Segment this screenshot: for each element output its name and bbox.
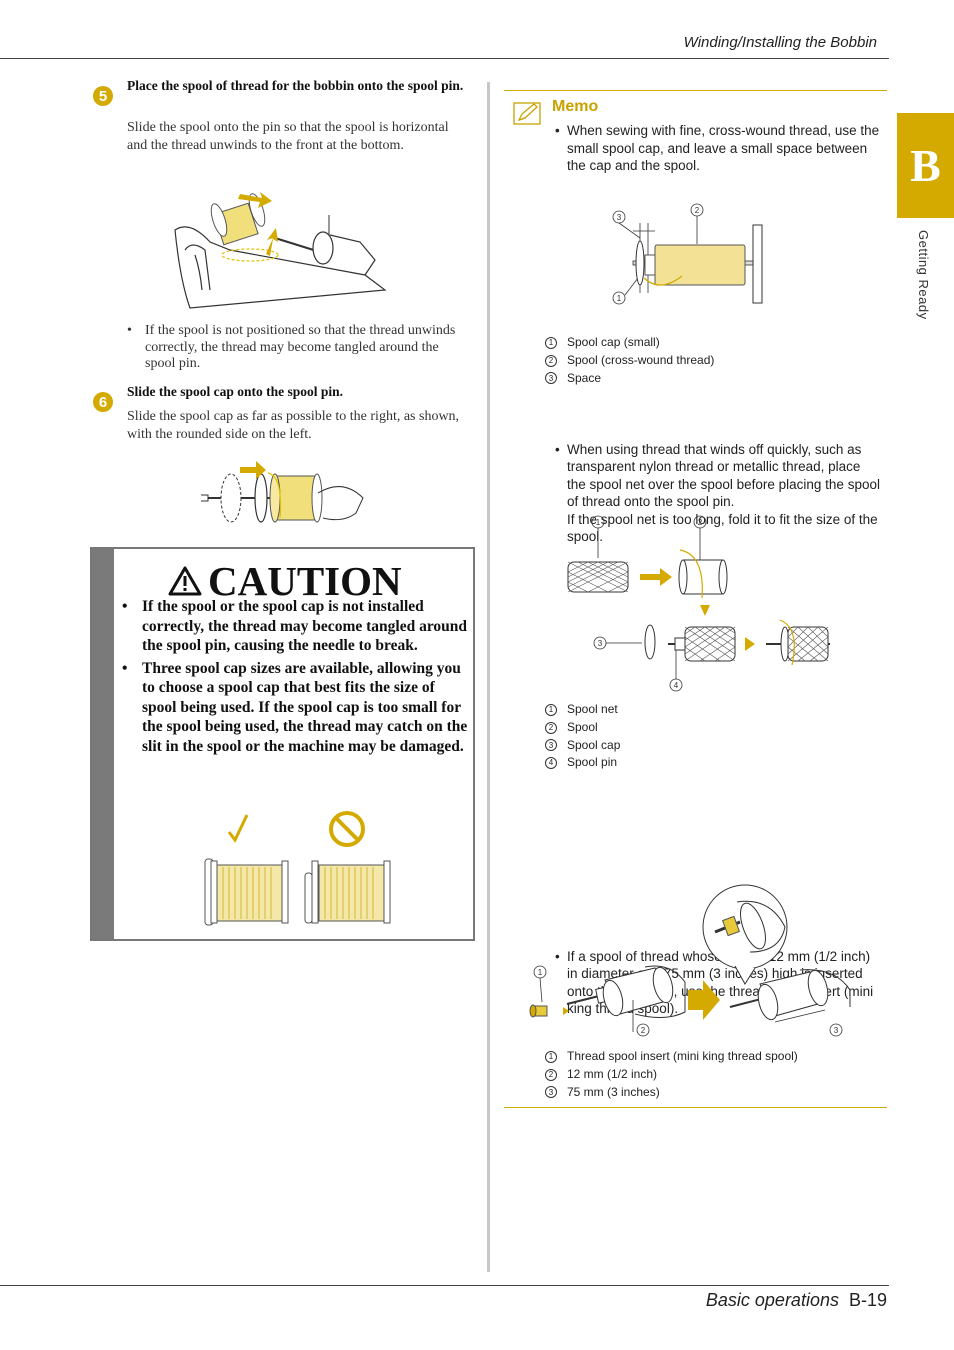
- callout-1-label: 1: [538, 968, 543, 977]
- legend-2: 1 Spool net 2 Spool 3 Spool cap 4 Spool pin: [545, 701, 620, 772]
- legend-row: 2 Spool: [545, 719, 620, 737]
- memo-top-rule: [504, 90, 887, 91]
- callout-3-marker: 3: [545, 1086, 557, 1099]
- step-5-title: Place the spool of thread for the bobbin…: [127, 78, 464, 93]
- callout-2-label: 2: [641, 1026, 646, 1035]
- legend-row: 3 Spool cap: [545, 737, 620, 755]
- caution-item: If the spool or the spool cap is not ins…: [120, 597, 470, 656]
- column-divider: [487, 82, 490, 1272]
- callout-1-label: 1: [617, 294, 622, 303]
- caution-item: Three spool cap sizes are available, all…: [120, 659, 470, 757]
- callout-3-marker: 3: [545, 372, 557, 385]
- memo-bottom-rule: [504, 1107, 887, 1108]
- legend-row: 1 Spool net: [545, 701, 620, 719]
- callout-1-marker: 1: [545, 1050, 557, 1063]
- legend-label: Spool (cross-wound thread): [567, 352, 715, 367]
- callout-2-marker: 2: [545, 354, 557, 367]
- thread-spool-insert-diagram: 1 2 3: [529, 884, 851, 1037]
- header-rule: [0, 58, 889, 59]
- check-mark-icon: [227, 814, 249, 843]
- caution-list: If the spool or the spool cap is not ins…: [120, 597, 470, 759]
- caution-box: CAUTION If the spool or the spool cap is…: [90, 547, 475, 941]
- legend-label: Spool net: [567, 702, 618, 716]
- step-5-body: Slide the spool onto the pin so that the…: [127, 120, 449, 153]
- callout-1-marker: 1: [545, 703, 557, 716]
- callout-2-label: 2: [698, 518, 703, 527]
- legend-label: Spool: [567, 719, 598, 734]
- memo-title: Memo: [552, 98, 599, 115]
- legend-label: Spool cap (small): [567, 335, 660, 349]
- callout-2-marker: 2: [545, 721, 557, 734]
- page-number: B-19: [848, 1290, 887, 1310]
- callout-2-marker: 2: [545, 1068, 557, 1081]
- spool-cap-fit-comparison: [204, 811, 391, 926]
- small-spool-cap-diagram: 3 2 1: [612, 203, 763, 305]
- spool-on-pin-illustration: [174, 192, 387, 309]
- callout-1-label: 1: [596, 518, 601, 527]
- spool-cap-illustration: [201, 461, 364, 523]
- caution-side-bar: [92, 549, 114, 939]
- legend-row: 1 Spool cap (small): [545, 334, 714, 352]
- legend-label: 12 mm (1/2 inch): [567, 1066, 658, 1081]
- legend-1: 1 Spool cap (small) 2 Spool (cross-wound t…: [545, 334, 714, 387]
- step-5-note: •If the spool is not positioned so that …: [127, 323, 456, 371]
- step-6-body: Slide the spool cap as far as possible t…: [127, 409, 460, 442]
- callout-3-label: 3: [598, 639, 603, 648]
- chapter-side-label: Getting Ready: [916, 230, 931, 320]
- footer-rule: [0, 1285, 889, 1286]
- step-6-title: Slide the spool cap onto the spool pin.: [127, 384, 344, 399]
- legend-row: 1 Thread spool insert (mini king thread s…: [545, 1048, 798, 1066]
- callout-1-marker: 1: [545, 336, 557, 349]
- memo-pencil-icon: [513, 102, 541, 125]
- memo-bullet-2: When using thread that winds off quickly…: [555, 441, 880, 546]
- running-header: Winding/Installing the Bobbin: [683, 34, 877, 51]
- spool-net: [567, 561, 629, 593]
- prohibited-icon: [329, 811, 365, 847]
- legend-label: 75 mm (3 inches): [567, 1084, 660, 1099]
- legend-row: 3 Space: [545, 370, 714, 388]
- warning-icon: [168, 566, 202, 596]
- legend-row: 3 75 mm (3 inches): [545, 1084, 798, 1102]
- legend-3: 1 Thread spool insert (mini king thread s…: [545, 1048, 798, 1101]
- step-6-number: 6: [93, 392, 113, 412]
- legend-row: 2 Spool (cross-wound thread): [545, 352, 714, 370]
- callout-3-marker: 3: [545, 739, 557, 752]
- legend-label: Thread spool insert (mini king thread sp…: [567, 1049, 798, 1063]
- callout-4-marker: 4: [545, 757, 557, 770]
- legend-row: 2 12 mm (1/2 inch): [545, 1066, 798, 1084]
- legend-label: Space: [567, 370, 602, 385]
- callout-3-label: 3: [617, 213, 622, 222]
- spool-net-diagram: 1 2 3 4: [567, 515, 830, 692]
- legend-label: Spool pin: [567, 755, 618, 770]
- legend-label: Spool cap: [567, 737, 621, 752]
- footer-section: Basic operations: [705, 1290, 839, 1310]
- memo-bullet-1: When sewing with fine, cross-wound threa…: [555, 122, 880, 175]
- callout-3-label: 3: [834, 1026, 839, 1035]
- callout-4-label: 4: [674, 681, 679, 690]
- chapter-tab: B: [897, 113, 954, 218]
- legend-row: 4 Spool pin: [545, 754, 620, 772]
- page-footer: Basic operations B-19: [706, 1290, 887, 1311]
- step-5-number: 5: [93, 86, 113, 106]
- callout-2-label: 2: [695, 206, 700, 215]
